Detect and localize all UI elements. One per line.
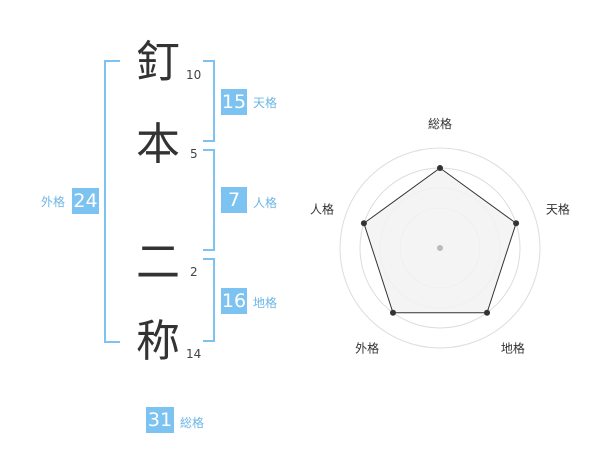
tenkaku-bracket: [203, 60, 215, 142]
tenkaku-value: 15: [221, 89, 247, 115]
radar-point-4: [389, 309, 396, 316]
jinkaku-value: 7: [221, 187, 247, 213]
name-char-1: 釘: [136, 37, 180, 88]
soukaku-label: 総格: [180, 416, 205, 430]
soukaku-value: 31: [146, 407, 174, 433]
jinkaku-label: 人格: [253, 196, 278, 210]
stroke-count-3: 2: [190, 265, 198, 279]
radar-series-polygon: [363, 167, 517, 314]
radar-center-dot: [437, 245, 443, 251]
radar-point-5: [360, 220, 367, 227]
radar-grid-ring-4: [339, 147, 541, 349]
radar-axis-label-4: 外格: [355, 340, 379, 355]
chikaku-label: 地格: [253, 296, 278, 310]
name-char-4: 称: [136, 316, 180, 367]
stroke-count-4: 14: [186, 347, 202, 361]
stroke-count-1: 10: [186, 68, 202, 82]
chikaku-value: 16: [221, 288, 247, 314]
radar-point-3: [484, 309, 491, 316]
radar-axis-label-2: 天格: [546, 202, 570, 217]
stroke-count-2: 5: [190, 147, 198, 161]
radar-axis-label-3: 地格: [501, 340, 525, 355]
gaikaku-value: 24: [72, 188, 99, 214]
name-char-3: 二: [136, 237, 180, 288]
radar-point-1: [437, 165, 443, 171]
radar-axis-label-5: 人格: [310, 202, 334, 217]
tenkaku-label: 天格: [253, 96, 278, 110]
gaikaku-bracket: [104, 60, 120, 343]
radar-axis-label-1: 総格: [428, 116, 452, 131]
jinkaku-bracket: [203, 149, 215, 251]
radar-point-2: [513, 220, 520, 227]
gaikaku-label: 外格: [41, 195, 66, 209]
chikaku-bracket: [203, 258, 215, 342]
name-char-2: 本: [136, 119, 180, 170]
